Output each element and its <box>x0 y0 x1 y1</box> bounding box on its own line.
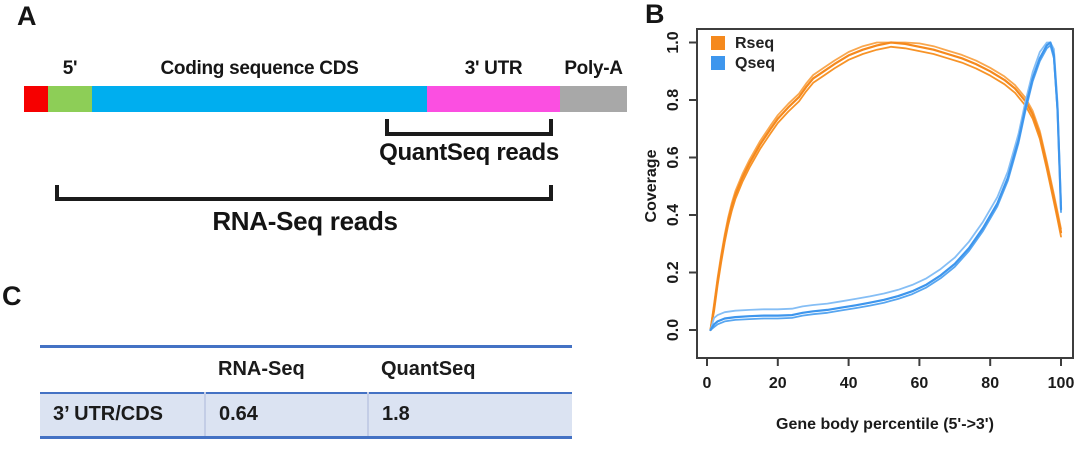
gene-segment-utr3 <box>427 86 560 112</box>
y-tick-label: 0.8 <box>665 89 682 111</box>
legend-swatch-qseq <box>711 56 725 70</box>
y-tick-label: 0.2 <box>665 261 682 283</box>
x-axis-label: Gene body percentile (5'->3') <box>776 416 994 433</box>
x-tick-label: 0 <box>703 375 712 392</box>
qseq-coverage-line-0 <box>709 41 1062 331</box>
x-tick-label: 20 <box>769 375 787 392</box>
ratio-quantseq-value: 1.8 <box>367 392 572 438</box>
panel-c-letter: C <box>2 281 22 311</box>
gene-bar <box>24 86 627 112</box>
y-axis-label: Coverage <box>643 149 660 222</box>
legend-label-qseq: Qseq <box>735 55 775 72</box>
ratio-rnaseq-value: 0.64 <box>204 392 368 438</box>
gene-segment-cap <box>24 86 48 112</box>
quantseq-bracket <box>385 119 553 136</box>
gene-segment-label-utr3: 3' UTR <box>464 58 523 79</box>
ratio-row-label: 3’ UTR/CDS <box>53 403 164 426</box>
rseq-coverage-line-0 <box>709 41 1062 331</box>
ratio-table-header-quantseq: QuantSeq <box>381 358 476 381</box>
y-tick-label: 0.4 <box>665 204 682 226</box>
plot-border <box>696 28 1074 359</box>
gene-segment-cds <box>92 86 427 112</box>
ratio-table-data-row: 3’ UTR/CDS 0.64 1.8 <box>40 392 572 438</box>
gene-segment-polya <box>560 86 627 112</box>
qseq-coverage-line-2 <box>709 41 1063 332</box>
ratio-table-corner-cell <box>40 347 205 393</box>
ratio-table-header-rnaseq: RNA-Seq <box>218 358 305 381</box>
gene-segment-label-polya: Poly-A <box>564 58 623 79</box>
legend-swatch-rseq <box>711 36 725 50</box>
x-tick-label: 100 <box>1048 375 1075 392</box>
x-tick-label: 60 <box>911 375 929 392</box>
gene-segment-label-cds: Coding sequence CDS <box>160 58 359 79</box>
quantseq-bracket-label: QuantSeq reads <box>379 139 559 166</box>
gene-bar-labels: 5' Coding sequence CDS 3' UTR Poly-A <box>24 56 627 82</box>
x-tick-label: 80 <box>981 375 999 392</box>
rseq-coverage-line-1 <box>709 45 1062 331</box>
ratio-table: RNA-Seq QuantSeq 3’ UTR/CDS 0.64 1.8 <box>40 345 572 439</box>
x-tick-label: 40 <box>840 375 858 392</box>
rnaseq-bracket <box>55 185 553 201</box>
gene-segment-utr5 <box>48 86 92 112</box>
y-tick-label: 1.0 <box>665 31 682 53</box>
rnaseq-bracket-label: RNA-Seq reads <box>212 206 398 236</box>
panel-b-letter: B <box>645 0 665 29</box>
panel-a-letter: A <box>17 1 37 31</box>
y-tick-label: 0.0 <box>665 319 682 341</box>
ratio-table-header-row: RNA-Seq QuantSeq <box>40 346 572 393</box>
y-tick-label: 0.6 <box>665 146 682 168</box>
legend-label-rseq: Rseq <box>735 35 774 52</box>
gene-segment-label-utr5: 5' <box>62 58 78 79</box>
rseq-coverage-line-2 <box>709 41 1063 332</box>
